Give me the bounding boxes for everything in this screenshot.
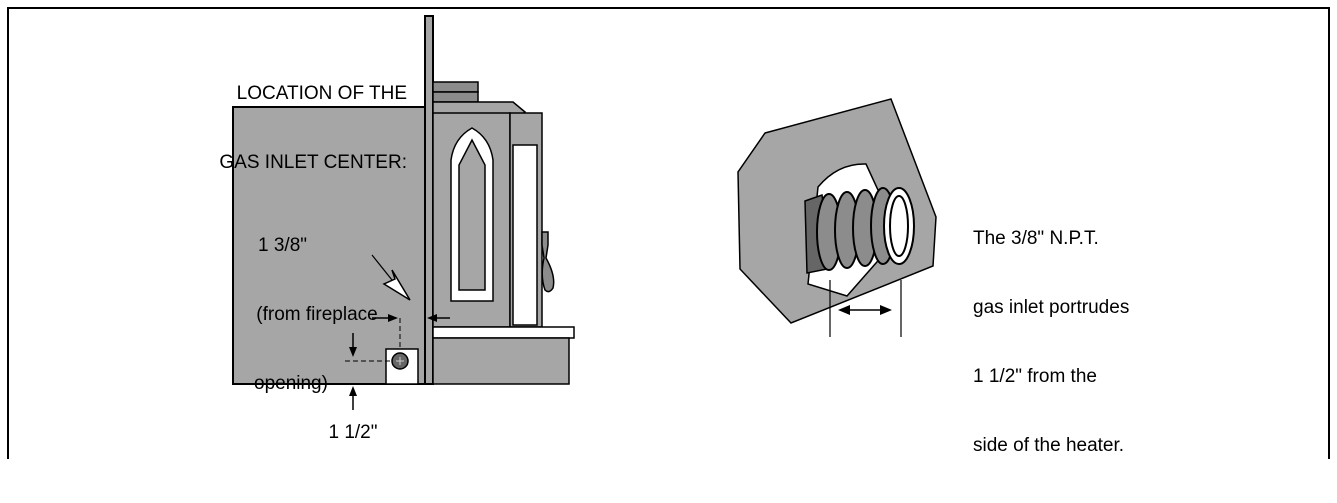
offset-label-line: (from fireplace xyxy=(251,304,378,325)
stove-top-plate xyxy=(432,91,479,103)
flame-window-inner xyxy=(458,138,486,291)
offset-label-line: opening) xyxy=(254,373,328,394)
height-label: 1 1/2" xyxy=(328,422,378,443)
figure-frame xyxy=(7,7,1330,459)
gas-inlet-detail xyxy=(737,98,937,337)
stove-top-cap xyxy=(432,81,479,93)
offset-arrow-right xyxy=(427,314,437,322)
inlet-note-line: The 3/8" N.P.T. xyxy=(973,228,1099,249)
callout-arrow xyxy=(382,269,411,301)
heater-body xyxy=(232,106,426,385)
stove-door-panel xyxy=(512,144,538,326)
location-label-line: GAS INLET CENTER: xyxy=(219,152,407,173)
threaded-inlet-pipe xyxy=(816,187,915,271)
control-knob xyxy=(541,231,555,293)
inlet-note-line: 1 1/2" from the xyxy=(973,366,1097,387)
gas-inlet-diagram: LOCATION OF THE GAS INLET CENTER: 1 3/8"… xyxy=(7,7,1330,459)
location-label: LOCATION OF THE GAS INLET CENTER: xyxy=(160,36,407,220)
diagram-drawing xyxy=(7,7,1330,459)
offset-label-line: 1 3/8" xyxy=(258,235,308,256)
stove-shelf xyxy=(432,326,575,339)
stove-base xyxy=(432,337,570,385)
inlet-note-line: gas inlet portrudes xyxy=(973,297,1130,318)
length-arrow-right xyxy=(880,305,892,315)
location-label-line: LOCATION OF THE xyxy=(236,83,407,104)
height-arrow-bottom xyxy=(349,386,357,396)
offset-label: 1 3/8" (from fireplace opening) xyxy=(251,188,431,441)
offset-arrow-left xyxy=(388,314,398,322)
callout-leader xyxy=(371,254,393,281)
height-arrow-top xyxy=(349,347,357,357)
inlet-note-line: side of the heater. xyxy=(973,435,1125,456)
heater-side-view xyxy=(232,15,575,410)
length-arrow-left xyxy=(838,305,850,315)
inlet-note: The 3/8" N.P.T. gas inlet portrudes 1 1/… xyxy=(973,181,1233,503)
